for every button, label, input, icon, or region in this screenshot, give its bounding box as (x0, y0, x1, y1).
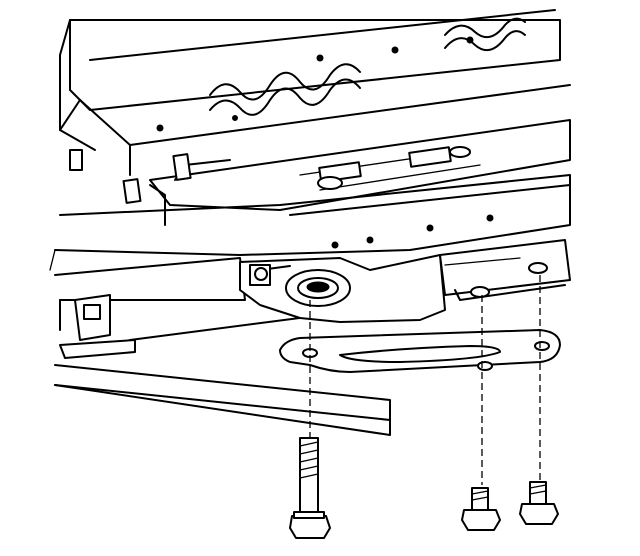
mount-plate (279, 329, 561, 373)
vehicle-underbody (49, 9, 571, 436)
short-bolt-left (461, 487, 501, 531)
assembly-lines (309, 275, 541, 485)
long-bolt (289, 437, 331, 539)
short-bolt-right (519, 481, 559, 525)
